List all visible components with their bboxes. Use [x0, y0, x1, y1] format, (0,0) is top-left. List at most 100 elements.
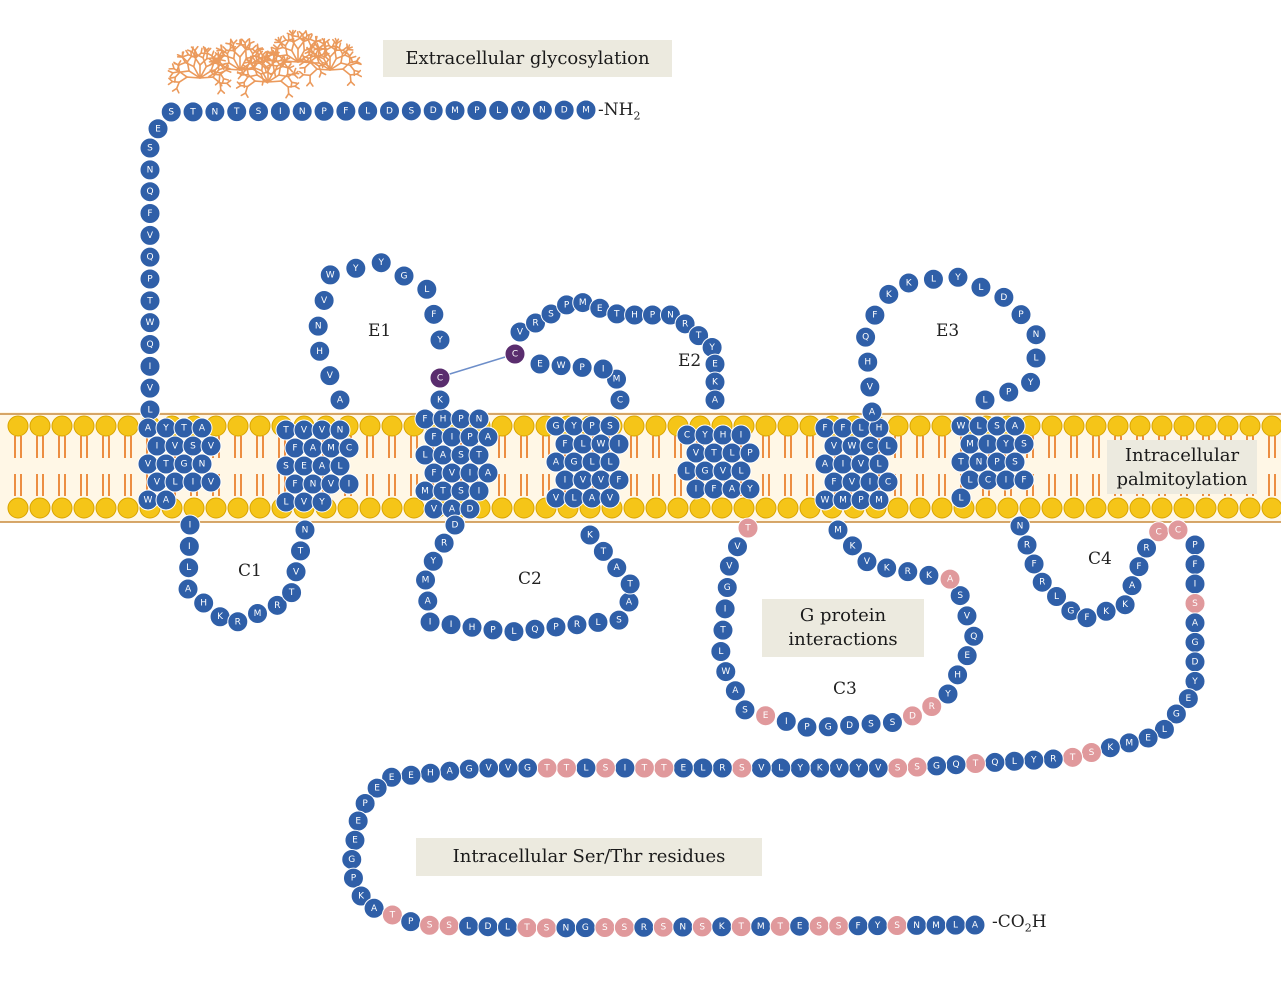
svg-text:M: M	[613, 375, 621, 385]
residue: E	[1137, 727, 1159, 749]
loop-label-c4: C4	[1088, 549, 1112, 569]
svg-text:Y: Y	[436, 336, 443, 346]
svg-text:A: A	[163, 496, 170, 506]
residue: H	[419, 762, 441, 784]
svg-text:P: P	[804, 723, 810, 733]
residue: K	[841, 535, 863, 557]
residue: Y	[311, 491, 333, 513]
residue: A	[177, 578, 199, 600]
residue: F	[284, 437, 306, 459]
svg-text:S: S	[660, 923, 666, 933]
svg-text:C: C	[885, 478, 891, 488]
loop-label-c3: C3	[833, 679, 857, 699]
lipid-tail	[652, 436, 660, 496]
svg-text:V: V	[734, 542, 741, 552]
svg-text:L: L	[684, 467, 689, 477]
svg-text:T: T	[475, 451, 482, 461]
svg-text:C: C	[985, 476, 991, 486]
svg-text:W: W	[146, 318, 155, 328]
svg-text:F: F	[562, 440, 567, 450]
svg-text:Y: Y	[701, 431, 708, 441]
residue: N	[968, 451, 990, 473]
residue: S	[160, 101, 182, 123]
lipid-tail	[80, 436, 88, 496]
residue: K	[350, 885, 372, 907]
residue: P	[313, 100, 335, 122]
lipid-head	[755, 415, 777, 437]
residue: H	[712, 424, 734, 446]
svg-text:N: N	[667, 311, 674, 321]
svg-text:L: L	[424, 285, 429, 295]
ser-thr-residue: S	[535, 917, 557, 939]
residue: P	[139, 268, 161, 290]
svg-text:G: G	[181, 460, 188, 470]
residue: F	[814, 417, 836, 439]
lipid-head	[29, 415, 51, 437]
residue: V	[956, 605, 978, 627]
residue: T	[950, 451, 972, 473]
residue: L	[1025, 347, 1047, 369]
svg-text:V: V	[867, 383, 874, 393]
residue: K	[809, 757, 831, 779]
ser-thr-residue: T	[555, 757, 577, 779]
svg-text:V: V	[319, 426, 326, 436]
residue: L	[575, 757, 597, 779]
n-terminus-text: -NH	[598, 100, 634, 120]
residue: T	[432, 480, 454, 502]
residue: V	[319, 365, 341, 387]
ser-thr-residue: T	[964, 753, 986, 775]
svg-text:C: C	[867, 442, 873, 452]
svg-text:P: P	[650, 311, 656, 321]
residue: I	[995, 469, 1017, 491]
svg-text:M: M	[839, 496, 847, 506]
residue: A	[721, 478, 743, 500]
residue: K	[878, 283, 900, 305]
lipid-head	[1107, 415, 1129, 437]
svg-text:T: T	[737, 922, 744, 932]
svg-text:I: I	[478, 487, 481, 497]
residue: Y	[947, 266, 969, 288]
residue: V	[293, 419, 315, 441]
residue: L	[275, 491, 297, 513]
svg-text:M: M	[582, 106, 590, 116]
residue: L	[877, 435, 899, 457]
residue: P	[1010, 304, 1032, 326]
residue: T	[226, 101, 248, 123]
lipid-head	[755, 497, 777, 519]
residue: R	[1031, 571, 1053, 593]
lipid-head	[7, 497, 29, 519]
svg-text:Q: Q	[146, 253, 153, 263]
svg-text:C: C	[512, 350, 518, 360]
svg-text:A: A	[485, 469, 492, 479]
residue: V	[320, 473, 342, 495]
lipid-tail	[1070, 436, 1078, 496]
svg-text:P: P	[458, 415, 464, 425]
svg-text:T: T	[146, 296, 153, 306]
svg-text:V: V	[321, 296, 328, 306]
residue: I	[178, 535, 200, 557]
lipid-head	[645, 497, 667, 519]
lipid-head	[227, 415, 249, 437]
residue: M	[925, 914, 947, 936]
ser-thr-residue: S	[691, 916, 713, 938]
svg-text:V: V	[147, 384, 154, 394]
svg-text:L: L	[595, 618, 600, 628]
svg-text:H: H	[469, 623, 476, 633]
svg-text:T: T	[282, 426, 289, 436]
svg-text:I: I	[1194, 579, 1197, 589]
lipid-head	[117, 497, 139, 519]
residue: W	[590, 433, 612, 455]
lipid-head	[777, 415, 799, 437]
residue: C	[338, 437, 360, 459]
residue: P	[739, 442, 761, 464]
svg-text:A: A	[1129, 581, 1136, 591]
palmitoylation-line-2: palmitoylation	[1116, 469, 1248, 490]
residue: S	[608, 609, 630, 631]
svg-text:K: K	[926, 571, 933, 581]
svg-text:T: T	[972, 759, 979, 769]
residue: S	[248, 101, 270, 123]
svg-text:S: S	[868, 719, 874, 729]
svg-text:A: A	[440, 451, 447, 461]
svg-text:R: R	[1024, 540, 1030, 550]
